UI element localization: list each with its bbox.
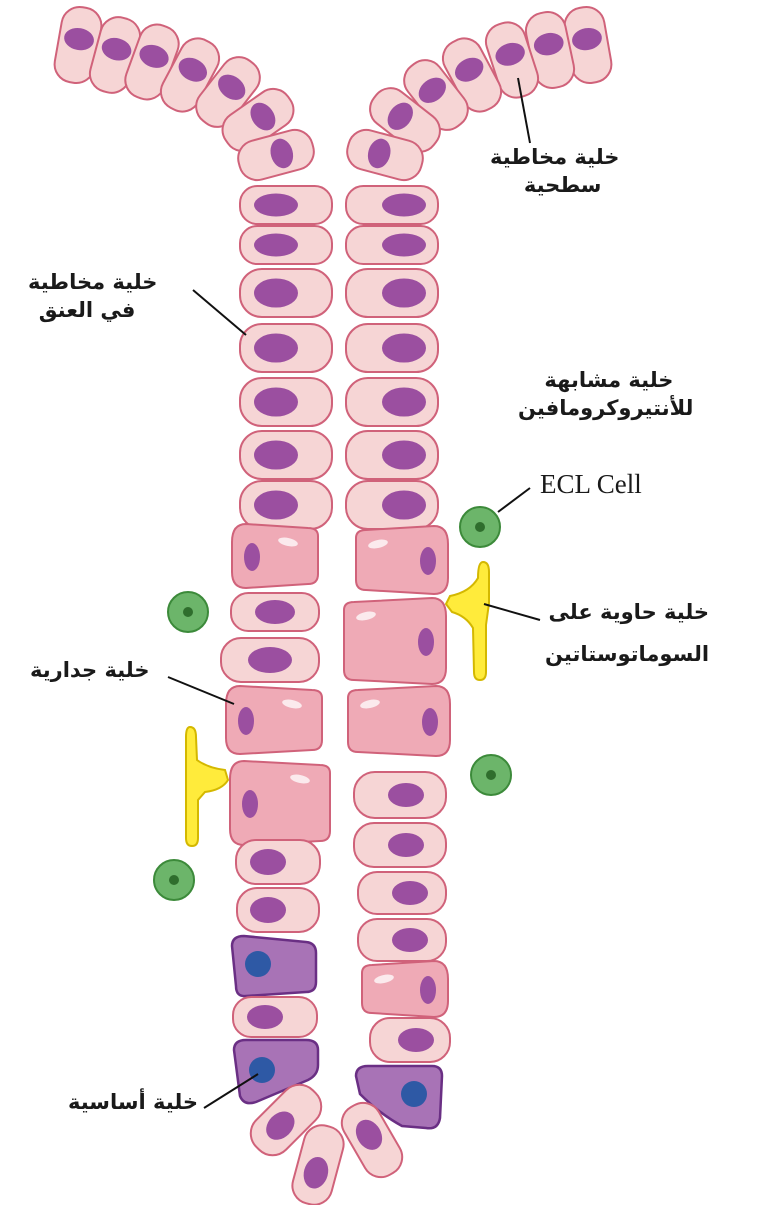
surface-mucous-cell-left-4-nucleus	[178, 57, 208, 82]
leader-line-surface-mucous	[517, 77, 531, 144]
parietal-cell-left-3-nucleus	[242, 790, 258, 818]
somatostatin-cell-right	[444, 560, 490, 682]
label-surface-mucous-line1: خلية مخاطية	[490, 145, 620, 169]
neck-mucous-cell-left-10-nucleus	[250, 849, 286, 875]
leader-line-ecl	[497, 487, 531, 513]
label-parietal-cell: خلية جدارية	[30, 658, 150, 682]
chief-cell-left-2-nucleus	[249, 1057, 275, 1083]
chief-cell-left-1	[230, 934, 318, 998]
neck-mucous-cell-right-9-nucleus	[388, 833, 424, 857]
label-ecl-english: ECL Cell	[540, 469, 642, 499]
neck-mucous-cell-left-9-nucleus	[248, 647, 292, 673]
neck-mucous-cell-right-1-nucleus	[382, 193, 426, 217]
label-chief-cell: خلية أساسية	[68, 1090, 199, 1114]
chief-cell-right-1-nucleus	[401, 1081, 427, 1107]
neck-mucous-cell-left-6-nucleus	[254, 440, 298, 470]
neck-mucous-cell-left-1-nucleus	[254, 193, 298, 217]
surface-mucous-cell-right-4-nucleus	[454, 57, 484, 82]
parietal-cell-right-3-nucleus	[422, 708, 438, 736]
neck-mucous-cell-right-2-nucleus	[382, 233, 426, 257]
surface-mucous-cell-left-2-nucleus	[101, 37, 132, 61]
neck-mucous-cell-left-12-nucleus	[247, 1005, 283, 1029]
ecl-cell-4-nucleus	[169, 875, 179, 885]
surface-mucous-cell-right-5-nucleus	[418, 77, 446, 103]
parietal-cell-left-2-nucleus	[238, 707, 254, 735]
leader-line-parietal	[167, 676, 235, 705]
neck-mucous-cell-right-12-nucleus	[398, 1028, 434, 1052]
parietal-cell-left-1-nucleus	[244, 543, 260, 571]
parietal-cell-right-1-highlight	[368, 539, 388, 549]
neck-mucous-cell-left-8-nucleus	[255, 600, 295, 624]
neck-mucous-cell-right-6-nucleus	[382, 440, 426, 470]
surface-mucous-cell-left-3-nucleus	[139, 44, 169, 68]
surface-mucous-cell-right-2-nucleus	[533, 32, 564, 56]
neck-mucous-cell-left-4-nucleus	[254, 333, 298, 363]
label-neck-mucous-line1: خلية مخاطية	[28, 270, 158, 294]
base-mucous-cell-2-nucleus	[303, 1156, 329, 1189]
neck-mucous-cell-left-7-nucleus	[254, 490, 298, 520]
label-somatostatin-line1: خلية حاوية على	[548, 600, 710, 624]
parietal-cell-left-1	[231, 522, 319, 590]
parietal-cell-right-3-highlight	[360, 699, 380, 709]
label-somatostatin-cell: خلية حاوية على السوماتوستاتين	[545, 598, 709, 669]
parietal-cell-right-4-highlight	[374, 974, 394, 984]
somatostatin-cell-left	[185, 725, 230, 848]
label-ecl-line2: للأنتيروكرومافين	[518, 396, 694, 421]
neck-mucous-cell-left-3-nucleus	[254, 278, 298, 308]
leader-line-somatostatin	[483, 603, 541, 621]
label-surface-mucous-line2: سطحية	[523, 173, 602, 198]
neck-mucous-cell-right-5-nucleus	[382, 387, 426, 417]
base-mucous-cell-3-nucleus	[355, 1119, 383, 1150]
chief-cell-left-1-nucleus	[245, 951, 271, 977]
neck-mucous-cell-left-5-nucleus	[254, 387, 298, 417]
ecl-cell-1-nucleus	[475, 522, 485, 532]
neck-mucous-cell-right-10-nucleus	[392, 881, 428, 905]
neck-mucous-cell-right-8-nucleus	[388, 783, 424, 807]
neck-mucous-cell-right-4-nucleus	[382, 333, 426, 363]
label-ecl-line1: خلية مشابهة	[544, 368, 674, 392]
leader-line-neck-mucous	[192, 289, 247, 336]
label-ecl-cell: خلية مشابهة للأنتيروكرومافين	[518, 366, 693, 423]
surface-mucous-cell-right-3-nucleus	[495, 42, 525, 66]
neck-mucous-cell-right-3-nucleus	[382, 278, 426, 308]
surface-mucous-cell-left-6-nucleus	[250, 102, 276, 131]
neck-mucous-cell-left-11-nucleus	[250, 897, 286, 923]
leader-line-chief	[203, 1073, 259, 1109]
label-neck-mucous-line2: في العنق	[38, 298, 136, 323]
parietal-cell-left-1-highlight	[278, 537, 298, 547]
surface-mucous-cell-right-1-nucleus	[572, 27, 602, 51]
surface-mucous-cell-left-5-nucleus	[218, 74, 246, 100]
surface-mucous-cell-right-6-nucleus	[387, 102, 413, 130]
base-mucous-cell-1-nucleus	[266, 1111, 295, 1140]
parietal-cell-right-2-highlight	[356, 611, 376, 621]
ecl-cell-3-nucleus	[486, 770, 496, 780]
parietal-cell-left-3-highlight	[290, 774, 310, 784]
chief-cell-right-1	[354, 1064, 444, 1130]
parietal-cell-right-2	[343, 596, 447, 686]
parietal-cell-right-1-nucleus	[420, 547, 436, 575]
neck-mucous-cell-right-7-nucleus	[382, 490, 426, 520]
ecl-cell-2-nucleus	[183, 607, 193, 617]
parietal-cell-right-2-nucleus	[418, 628, 434, 656]
neck-mucous-cell-right-11-nucleus	[392, 928, 428, 952]
neck-mucous-cell-left-2-nucleus	[254, 233, 298, 257]
parietal-cell-left-2-highlight	[282, 699, 302, 709]
label-surface-mucous-cell: خلية مخاطية سطحية	[490, 143, 619, 200]
surface-mucous-cell-left-1-nucleus	[64, 27, 94, 51]
parietal-cell-right-4-nucleus	[420, 976, 436, 1004]
label-somatostatin-line2: السوماتوستاتين	[545, 642, 710, 667]
label-neck-mucous-cell: خلية مخاطية في العنق	[28, 268, 157, 325]
surface-mucous-cell-right-7-nucleus	[367, 138, 391, 169]
surface-mucous-cell-left-7-nucleus	[270, 138, 294, 169]
chief-cell-left-2	[232, 1038, 320, 1105]
